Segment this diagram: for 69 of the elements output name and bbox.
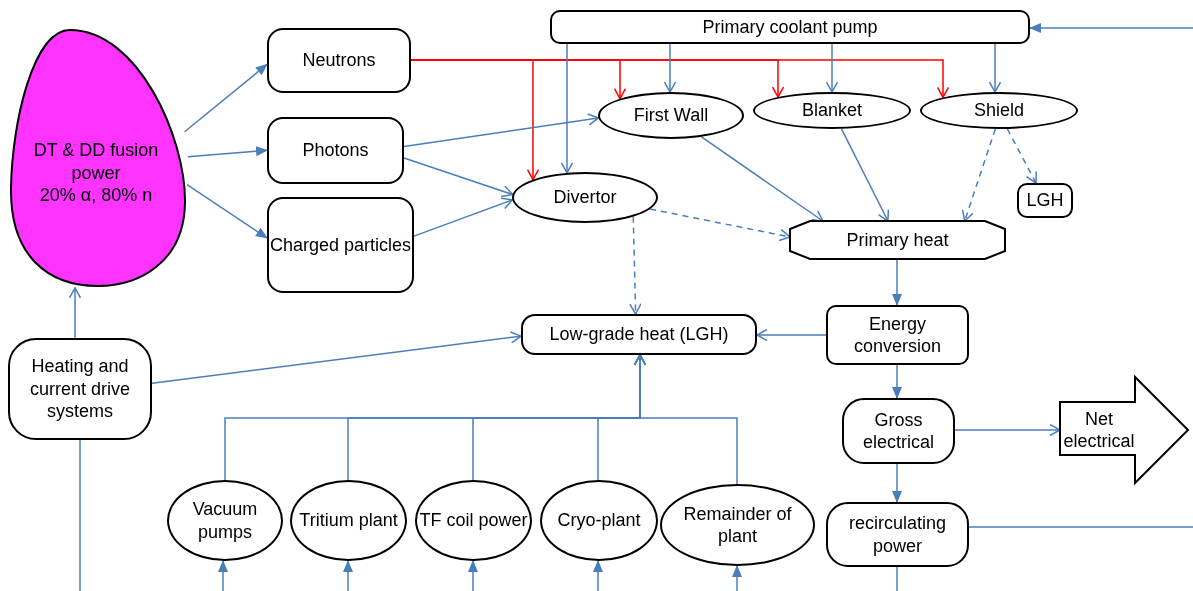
arrow [954,423,1061,437]
arrow [756,328,827,342]
node-label: TF coil power [419,509,528,532]
process-box [1017,183,1073,218]
node-label: Low-grade heat (LGH) [549,323,729,346]
node-label: First Wall [633,104,709,127]
arrow [403,157,514,198]
process-box [267,197,414,293]
process-box [521,314,757,355]
node-label: DT & DD fusion power [32,139,160,185]
fusion-power-blob [8,28,188,288]
node-label: 20% α, 80% n [39,184,153,207]
arrow [403,113,600,148]
arrow [187,146,268,158]
process-box [842,398,955,464]
node-label: LGH [1026,189,1064,212]
flow-line [218,560,228,591]
node-label: Heating and current drive systems [28,355,131,423]
node-label: Photons [302,139,369,162]
flow-line [968,526,1193,528]
node-label: Shield [973,99,1024,122]
arrow [825,43,839,93]
arrow [633,354,738,485]
node-label: Neutrons [302,49,376,72]
arrow [68,287,82,339]
process-box [267,28,411,93]
arrow [629,215,642,315]
flow-line [732,565,742,591]
node-label: Tritium plant [299,509,398,532]
node-label: Charged particles [269,233,412,257]
process-box [550,10,1030,44]
flow-line [343,560,353,591]
node-label: Gross electrical [862,408,935,454]
arrow [892,258,902,306]
node-label: Divertor [553,186,617,209]
node-label: Net electrical [1062,407,1136,453]
flow-line [1029,23,1193,33]
arrow [413,197,514,237]
arrow [151,331,522,385]
node-label: Primary heat [846,228,949,252]
node-label: Blanket [801,99,862,122]
node-label: Primary coolant pump [702,15,878,39]
arrow [183,63,268,133]
node-label: Cryo-plant [557,509,641,532]
process-box [8,338,152,440]
node-label: recirculating power [847,512,947,557]
octagon-node [790,221,1005,259]
process-box [826,305,969,365]
arrow [186,183,268,239]
arrow [892,463,902,503]
flow-line [468,560,478,591]
arrow [840,128,890,222]
arrow [1006,128,1037,184]
arrow [700,136,824,222]
arrow [560,43,574,174]
process-box [267,117,404,184]
node-label: Remainder of plant [682,502,793,548]
process-box [826,502,969,567]
arrow [663,43,677,93]
arrow [961,128,997,222]
node-label: Energy conversion [852,312,942,358]
flow-line [79,439,81,591]
output-arrow-shape [1060,377,1188,483]
arrow [649,208,791,242]
node-label: Vacuum pumps [191,498,259,543]
flow-line [896,566,898,591]
arrow [892,364,902,399]
arrow [988,43,1002,93]
flow-line [593,560,603,591]
